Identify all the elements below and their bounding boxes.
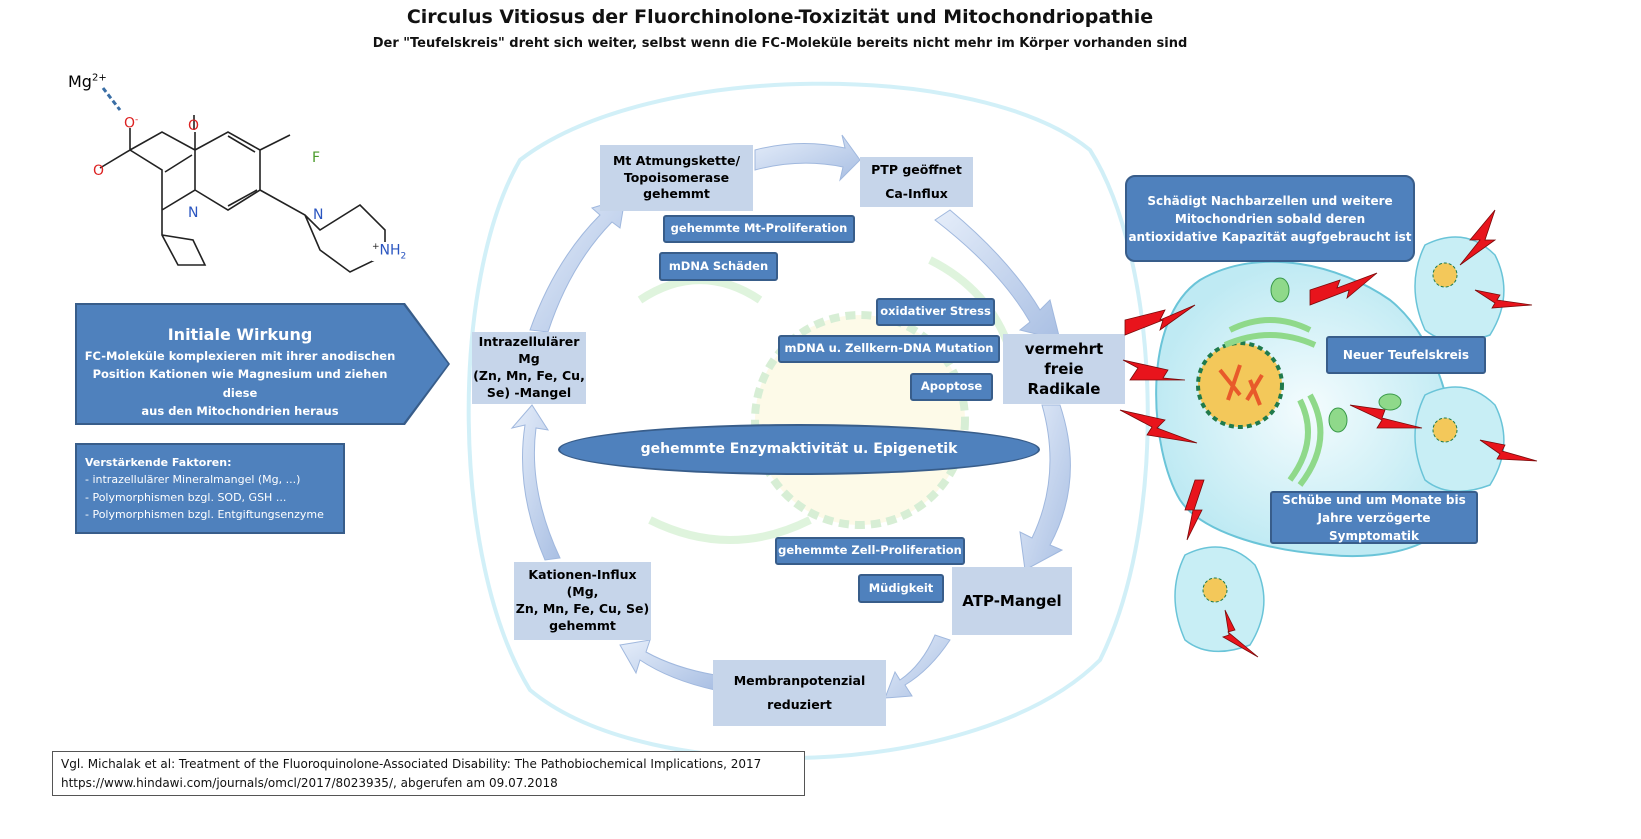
arrow-respiratory-to-ptp <box>754 134 861 182</box>
oxidative-stress-box: oxidativer Stress <box>876 298 995 326</box>
arrow-mg-to-respiratory <box>529 197 626 333</box>
initial-heading: Initiale Wirkung <box>167 325 313 344</box>
molecule-o-minus: O- <box>124 115 139 132</box>
molecule-o2: O <box>188 118 200 134</box>
enzyme-epigenetics-ellipse: gehemmte Enzymaktivität u. Epigenetik <box>558 424 1040 475</box>
page-title: Circulus Vitiosus der Fluorchinolone-Tox… <box>406 6 1154 28</box>
amplifying-factors-box: Verstärkende Faktoren: - intrazellulärer… <box>75 443 345 534</box>
neighbor-cells <box>1174 236 1505 653</box>
cell-proliferation-box: gehemmte Zell-Proliferation <box>775 537 965 565</box>
apoptosis-box: Apoptose <box>910 373 993 401</box>
molecule-mg-label: Mg2+ <box>68 72 107 91</box>
fatigue-box: Müdigkeit <box>858 574 944 603</box>
page-subtitle: Der "Teufelskreis" dreht sich weiter, se… <box>372 36 1188 51</box>
initial-effect-arrow: Initiale Wirkung FC-Moleküle komplexiere… <box>75 303 450 425</box>
fluoroquinolone-molecule <box>99 87 386 273</box>
cation-influx-box: Kationen-Influx (Mg,Zn, Mn, Fe, Cu, Se)g… <box>514 562 651 640</box>
nucleus <box>1196 341 1284 429</box>
atp-deficit-box: ATP-Mangel <box>952 567 1072 635</box>
main-cell <box>1155 260 1462 558</box>
mg-deficit-box: Intrazellulärer Mg(Zn, Mn, Fe, Cu,Se) -M… <box>472 332 586 404</box>
molecule-o1: O <box>93 163 105 179</box>
dna-mutation-box: mDNA u. Zellkern-DNA Mutation <box>778 335 1000 363</box>
mt-proliferation-box: gehemmte Mt-Proliferation <box>663 215 855 243</box>
citation-box: Vgl. Michalak et al: Treatment of the Fl… <box>52 751 805 796</box>
mdna-damage-box: mDNA Schäden <box>659 252 778 281</box>
new-cycle-box: Neuer Teufelskreis <box>1326 336 1486 374</box>
lightning-bolts <box>1119 209 1538 658</box>
molecule-f: F <box>312 150 321 166</box>
initial-text: FC-Moleküle komplexieren mit ihrer anodi… <box>84 349 396 419</box>
arrow-membrane-to-cation <box>619 639 716 691</box>
molecule-nh2: +NH2 <box>372 242 407 262</box>
cycle-arrows <box>510 134 1071 699</box>
citation-link[interactable]: https://www.hindawi.com/journals/omcl/20… <box>61 775 558 790</box>
molecule-n2: N <box>313 207 324 223</box>
arrow-cation-to-mg <box>510 404 561 561</box>
citation-line-1: Vgl. Michalak et al: Treatment of the Fl… <box>61 757 762 771</box>
molecule-n1: N <box>188 205 199 221</box>
